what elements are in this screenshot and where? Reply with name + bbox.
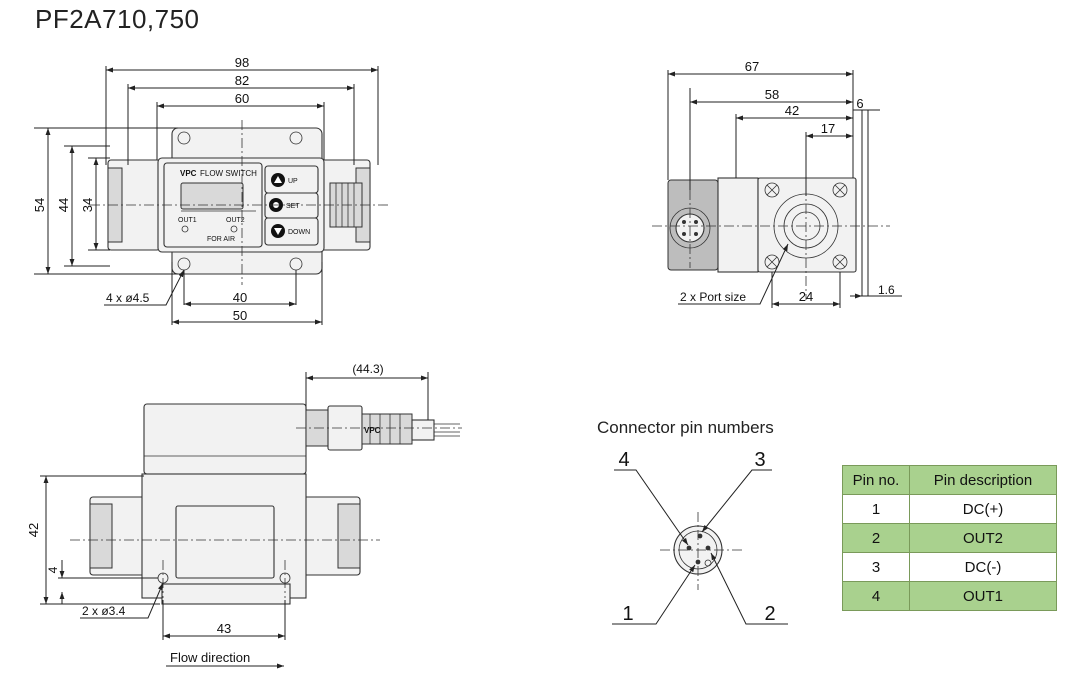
flow-direction-label: Flow direction — [170, 650, 250, 665]
page-title: PF2A710,750 — [35, 4, 200, 34]
dim-1-6: 1.6 — [878, 283, 895, 297]
holes-label: 4 x ø4.5 — [106, 291, 150, 305]
dim-4: 4 — [46, 566, 60, 573]
panel-set: SET — [286, 203, 300, 210]
pin-no-cell: 4 — [842, 581, 910, 611]
pin-no-cell: 2 — [842, 523, 910, 553]
side-view — [652, 70, 902, 308]
dim-60: 60 — [235, 91, 249, 106]
dim-6: 6 — [856, 96, 863, 111]
panel-up: UP — [288, 178, 298, 185]
pin-label-2: 2 — [764, 603, 775, 625]
plug-mark: VPC — [364, 426, 381, 435]
holes-label-bottom: 2 x ø3.4 — [82, 604, 126, 618]
dim-44: 44 — [56, 198, 71, 212]
pin-no-cell: 3 — [842, 552, 910, 582]
panel-name: FLOW SWITCH — [200, 169, 257, 178]
connector-diagram — [612, 469, 788, 625]
dim-42-bottom: 42 — [26, 523, 41, 537]
dim-34: 34 — [80, 198, 95, 212]
table-row: 2 OUT2 — [842, 523, 1057, 553]
pin-desc-cell: DC(-) — [909, 552, 1057, 582]
dim-40: 40 — [233, 290, 247, 305]
pin-no-cell: 1 — [842, 494, 910, 524]
table-row: 3 DC(-) — [842, 552, 1057, 582]
header-pin-no: Pin no. — [842, 465, 910, 495]
dim-24: 24 — [799, 289, 813, 304]
port-size-label: 2 x Port size — [680, 290, 746, 304]
pin-label-1: 1 — [622, 603, 633, 625]
pin-desc-cell: OUT2 — [909, 523, 1057, 553]
table-row: 4 OUT1 — [842, 581, 1057, 611]
panel-down: DOWN — [288, 229, 310, 236]
bottom-view — [40, 372, 462, 669]
panel-brand: VPC — [180, 169, 197, 178]
pin-desc-cell: OUT1 — [909, 581, 1057, 611]
table-row: 1 DC(+) — [842, 494, 1057, 524]
pin-label-3: 3 — [754, 449, 765, 471]
panel-for-air: FOR AIR — [207, 236, 235, 243]
dim-82: 82 — [235, 73, 249, 88]
pin-table: Pin no. Pin description 1 DC(+) 2 OUT2 3… — [842, 465, 1057, 611]
dim-42-side: 42 — [785, 103, 799, 118]
header-pin-description: Pin description — [909, 465, 1057, 495]
pin-label-4: 4 — [618, 449, 629, 471]
pin-desc-cell: DC(+) — [909, 494, 1057, 524]
dim-98: 98 — [235, 55, 249, 70]
dim-50: 50 — [233, 308, 247, 323]
dim-54: 54 — [32, 198, 47, 212]
panel-out1: OUT1 — [178, 217, 197, 224]
dim-17: 17 — [821, 121, 835, 136]
panel-out2: OUT2 — [226, 217, 245, 224]
connector-title: Connector pin numbers — [597, 418, 774, 437]
dim-58: 58 — [765, 87, 779, 102]
dim-67: 67 — [745, 59, 759, 74]
pin-table-header: Pin no. Pin description — [842, 465, 1057, 495]
dim-43: 43 — [217, 621, 231, 636]
dim-44-3: (44.3) — [352, 362, 383, 376]
front-view — [34, 66, 390, 325]
